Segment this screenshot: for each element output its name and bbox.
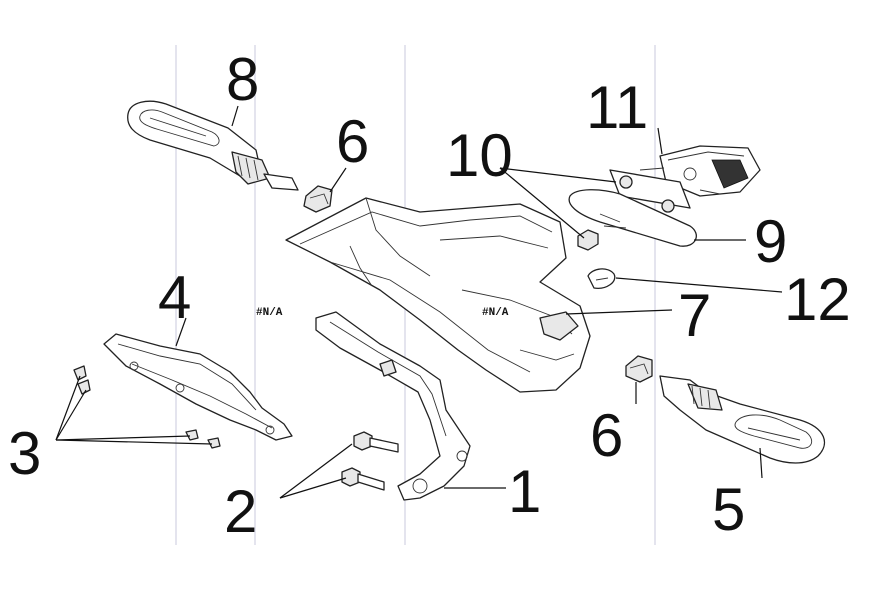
label-3: 3	[8, 420, 41, 487]
part-7-rear-fender	[285, 197, 591, 393]
label-11: 11	[586, 74, 648, 141]
label-6-lower: 6	[590, 402, 623, 469]
leader-lines	[55, 105, 783, 499]
part-5-turn-signal-right	[659, 375, 826, 464]
na-label-left: #N/A	[256, 307, 283, 319]
label-7: 7	[678, 282, 711, 349]
part-12-bulb	[587, 268, 616, 289]
na-label-right: #N/A	[482, 307, 509, 319]
label-9: 9	[754, 208, 787, 275]
label-12: 12	[784, 266, 851, 333]
part-8-turn-signal-left	[127, 100, 299, 191]
part-10-nuts	[577, 169, 691, 251]
part-6-nut-upper	[303, 185, 333, 213]
label-4: 4	[158, 264, 191, 331]
label-2: 2	[224, 478, 257, 545]
label-5: 5	[712, 476, 745, 543]
part-1-bracket	[315, 311, 471, 501]
part-11-lamp-housing	[639, 145, 761, 197]
label-1: 1	[508, 458, 541, 525]
part-2-bolts	[341, 431, 399, 491]
label-6-upper: 6	[336, 108, 369, 175]
part-4-mudflap	[103, 333, 293, 441]
label-8: 8	[226, 46, 259, 113]
part-6-nut-lower	[625, 355, 653, 383]
label-10: 10	[446, 122, 513, 189]
part-3-screws	[73, 365, 221, 449]
